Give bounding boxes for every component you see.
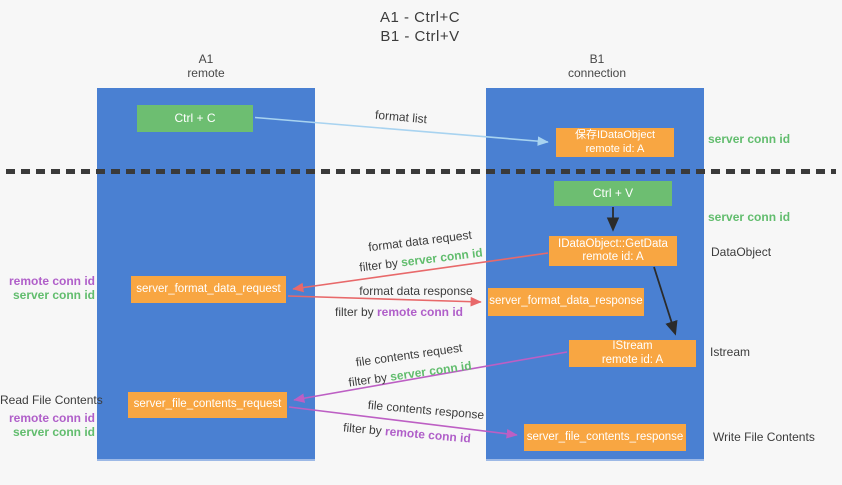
right-server-conn-id-top: server conn id (708, 132, 791, 146)
getdata-line2: remote id: A (582, 251, 644, 263)
server-format-data-request-node: server_format_data_request (131, 276, 286, 303)
server-file-contents-response-label: server_file_contents_response (526, 430, 684, 443)
left-server-conn-id-top: server conn id (12, 288, 95, 302)
machine-boundary-divider (6, 169, 836, 174)
file-contents-response-label: file contents response (367, 397, 485, 423)
left-remote-conn-id-bottom: remote conn id (8, 411, 95, 425)
left-remote-conn-id-top: remote conn id (8, 274, 95, 288)
istream-line2: remote id: A (601, 353, 664, 366)
lane-b1-name: B1 (589, 52, 605, 66)
istream-line1: IStream (612, 340, 653, 352)
server-format-data-response-label: server_format_data_response (489, 295, 643, 308)
server-format-data-request-label: server_format_data_request (136, 282, 281, 295)
istream-node: IStream remote id: A (569, 340, 696, 367)
right-server-conn-id-mid: server conn id (708, 210, 791, 224)
server-format-data-response-node: server_format_data_response (488, 288, 644, 316)
lane-a1-name: A1 (198, 52, 214, 66)
ctrl-v-node: Ctrl + V (554, 181, 672, 206)
server-file-contents-request-label: server_file_contents_request (133, 398, 282, 411)
server-file-contents-response-node: server_file_contents_response (524, 424, 686, 451)
left-conn-id-stack-top: remote conn id server conn id (0, 274, 95, 302)
filter-by-remote-conn-id-label-1: filter by remote conn id (334, 305, 464, 319)
ctrl-c-node: Ctrl + C (137, 105, 253, 132)
save-idataobject-node: 保存IDataObject remote id: A (556, 128, 674, 157)
page-title: A1 - Ctrl+C B1 - Ctrl+V (270, 8, 570, 46)
format-list-label: format list (374, 107, 428, 127)
dataobject-label: DataObject (711, 245, 772, 259)
filter-by-remote-conn-id-label-2: filter by remote conn id (342, 420, 472, 446)
lane-header-b1: B1 connection (517, 52, 677, 80)
left-server-conn-id-bottom: server conn id (12, 425, 95, 439)
lane-a1-role: remote (187, 66, 225, 80)
ctrl-v-label: Ctrl + V (592, 185, 634, 200)
server-file-contents-request-node: server_file_contents_request (128, 392, 287, 418)
ctrl-c-label: Ctrl + C (174, 110, 216, 125)
title-line-1: A1 - Ctrl+C (379, 9, 461, 26)
save-idataobject-line1: 保存IDataObject (574, 129, 656, 141)
save-idataobject-line2: remote id: A (585, 142, 645, 155)
title-line-2: B1 - Ctrl+V (380, 28, 460, 45)
lane-header-a1: A1 remote (126, 52, 286, 80)
getdata-line1: IDataObject::GetData (558, 237, 668, 250)
write-file-contents-label: Write File Contents (713, 430, 815, 444)
left-conn-id-stack-bottom: remote conn id server conn id (0, 411, 95, 439)
format-data-response-label: format data response (359, 284, 473, 298)
read-file-contents-label: Read File Contents (0, 393, 103, 407)
istream-side-label: Istream (710, 345, 751, 359)
lane-b1-role: connection (567, 66, 627, 80)
getdata-node: IDataObject::GetData remote id: A (549, 236, 677, 266)
